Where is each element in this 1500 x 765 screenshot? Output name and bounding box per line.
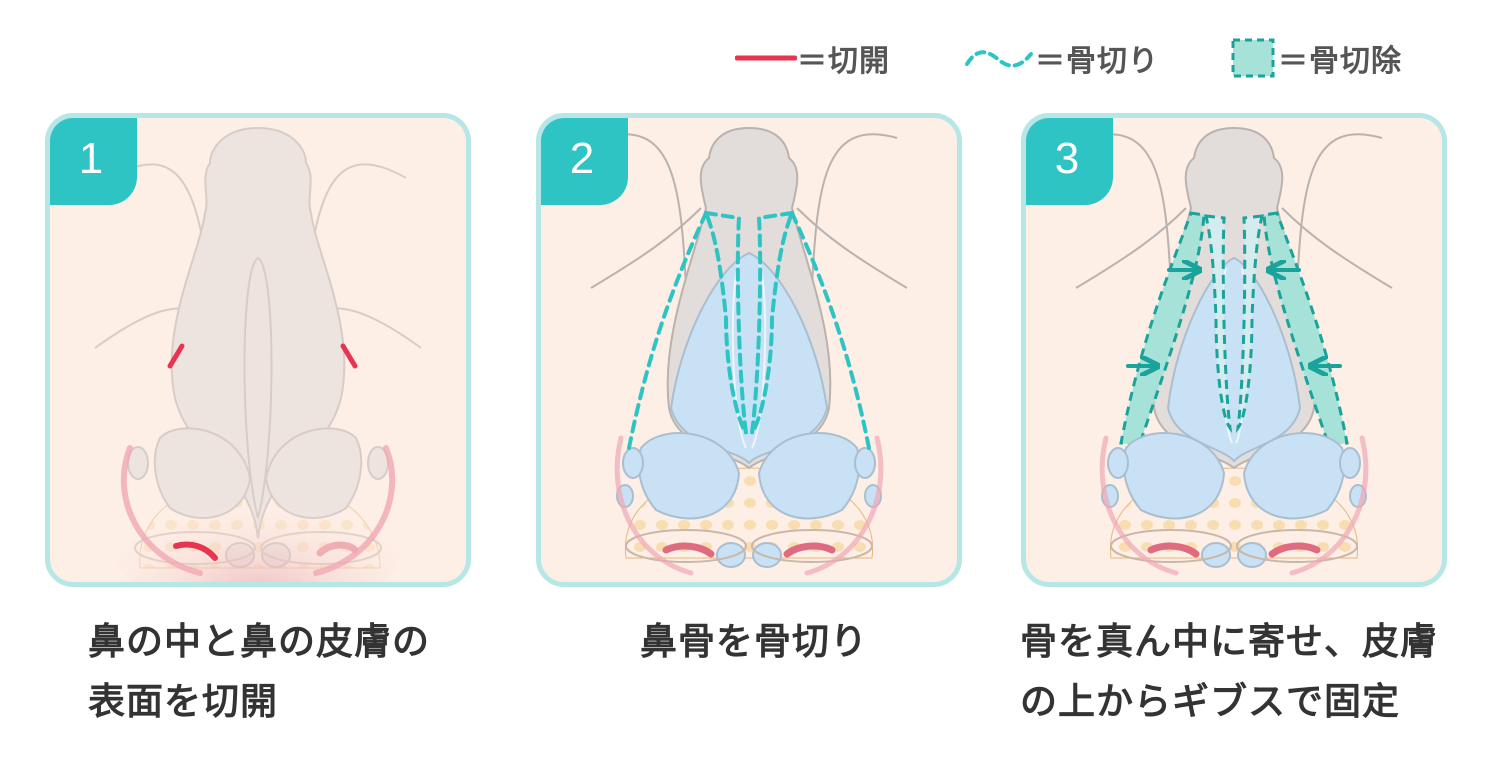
legend-osteotomy: ＝骨切り <box>963 38 1159 79</box>
inner-nose-incision <box>173 541 218 561</box>
incision-line-icon <box>735 55 797 61</box>
legend-incision-label: ＝切開 <box>797 44 890 79</box>
legend-bone-removal: ＝骨切除 <box>1228 38 1402 79</box>
legend-osteotomy-label: ＝骨切り <box>1035 44 1159 79</box>
step-2-caption-line1: 鼻骨を骨切り <box>640 620 868 663</box>
nose-tip-shading <box>108 458 408 582</box>
legend-incision: ＝切開 <box>735 38 890 79</box>
legend: ＝切開 ＝骨切り ＝骨切除 <box>735 38 1435 79</box>
step-1-badge: 1 <box>50 118 137 205</box>
move-inward-arrows <box>1126 270 1342 366</box>
step-1-caption-line1: 鼻の中と鼻の皮膚の <box>88 620 430 663</box>
step-3-badge: 3 <box>1026 118 1113 205</box>
step-3-caption-line1: 骨を真ん中に寄せ、皮膚 <box>1020 620 1438 663</box>
step-3-caption-line2: の上からギブスで固定 <box>1020 680 1400 723</box>
step-2-caption: 鼻骨を骨切り <box>640 612 868 672</box>
step-1-panel: 1 <box>45 113 471 587</box>
step-3-panel: 3 <box>1021 113 1447 587</box>
osteotomy-lines <box>627 210 871 450</box>
right-skin-incision <box>340 343 358 369</box>
bone-removal-swatch-icon <box>1231 38 1275 78</box>
step-1-nose-illustration <box>94 126 422 582</box>
step-1-caption-line2: 表面を切開 <box>88 680 278 723</box>
step-1-caption: 鼻の中と鼻の皮膚の 表面を切開 <box>88 612 430 732</box>
osteotomy-line-icon <box>965 50 1033 68</box>
step-2-badge: 2 <box>541 118 628 205</box>
step-2-panel: 2 <box>536 113 962 587</box>
step-3-nose-illustration <box>1075 126 1393 576</box>
step-2-nose-illustration <box>590 126 908 576</box>
nasal-bone-moved <box>1166 256 1302 463</box>
step-3-caption: 骨を真ん中に寄せ、皮膚 の上からギブスで固定 <box>1020 612 1438 732</box>
legend-bone-removal-label: ＝骨切除 <box>1278 44 1402 79</box>
nasal-bone <box>669 251 829 465</box>
left-skin-incision <box>167 343 185 369</box>
